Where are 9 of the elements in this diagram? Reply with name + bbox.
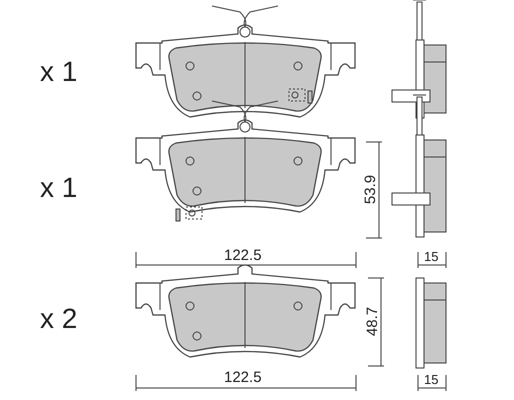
dimension-label: 53.9 [363, 174, 378, 204]
dimension-label: 122.5 [224, 248, 262, 263]
quantity-label: x 2 [40, 305, 78, 333]
quantity-label: x 1 [40, 58, 78, 86]
quantity-label: x 1 [40, 174, 78, 202]
dimension-label: 122.5 [224, 370, 262, 385]
dimension-label: 15 [424, 373, 438, 386]
dimension-label: 15 [424, 250, 438, 263]
dimension-label: 48.7 [365, 306, 380, 336]
